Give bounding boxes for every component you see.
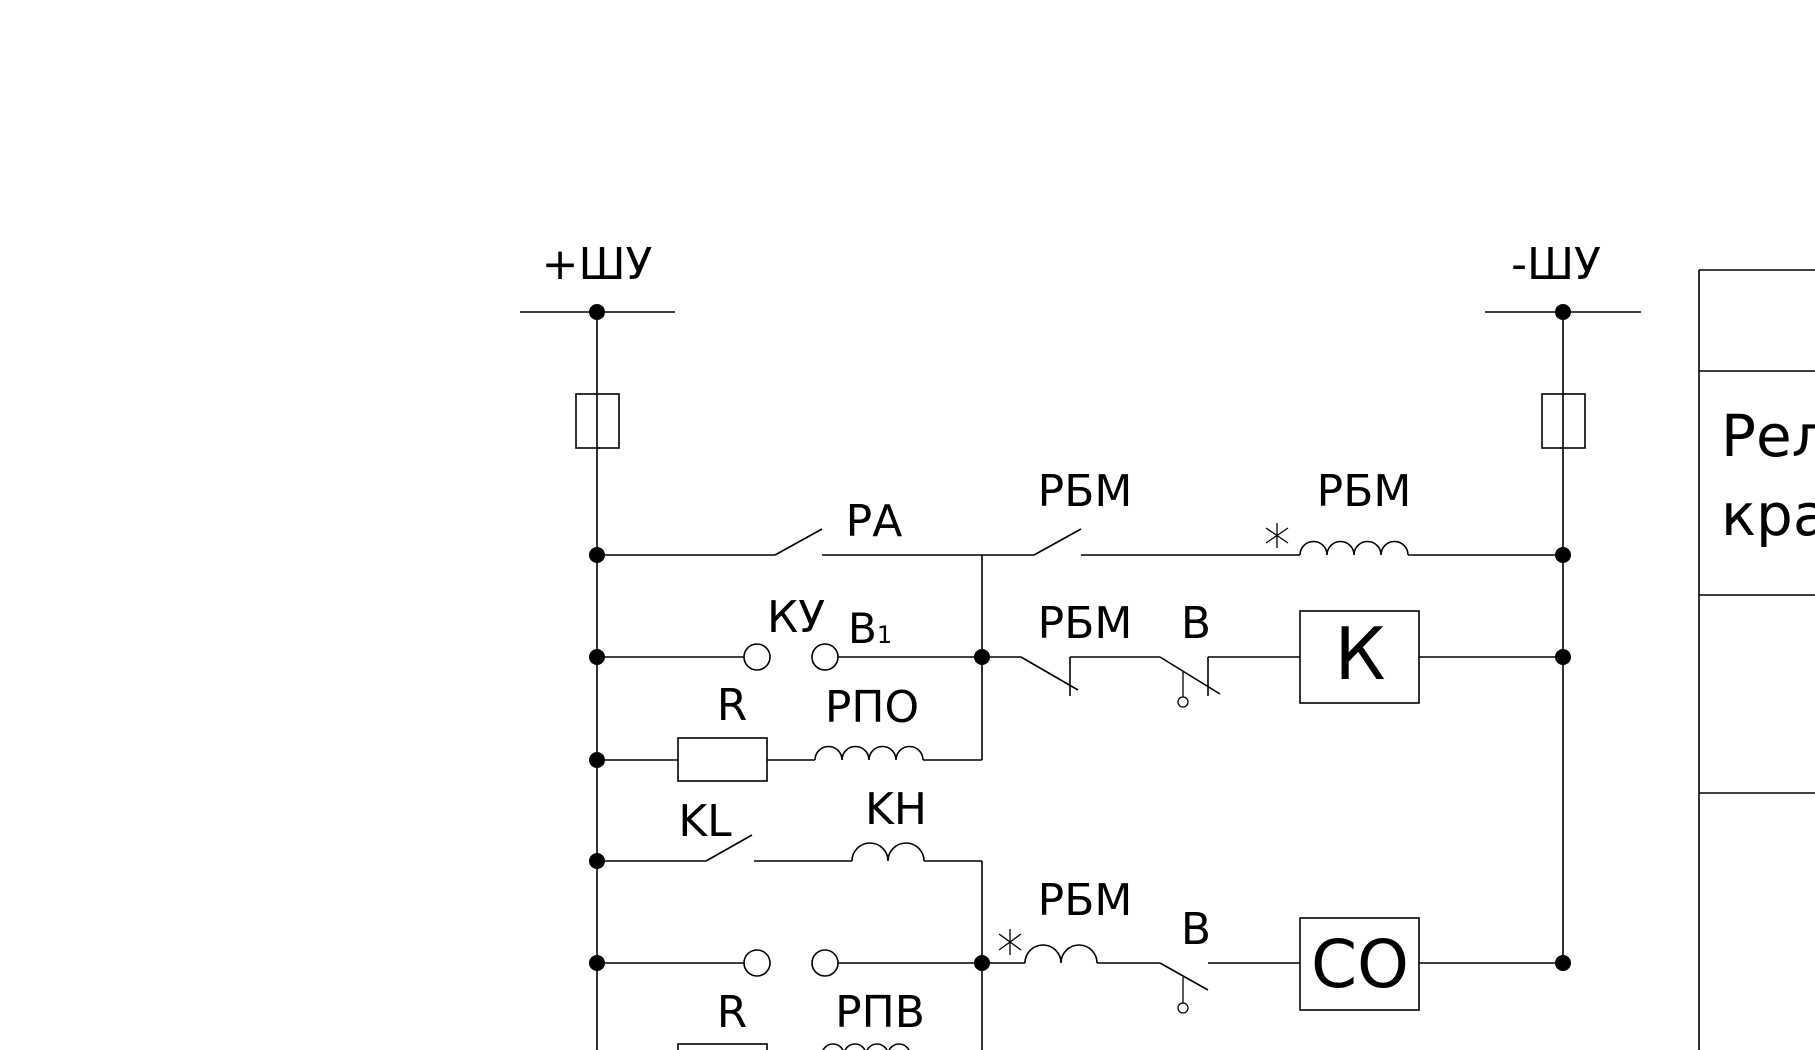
b1-label: В1: [848, 604, 892, 653]
rbm-coil-1-label: РБМ: [1317, 466, 1412, 517]
ra-contact: [774, 528, 823, 556]
kl-contact: [705, 834, 753, 862]
k-relay-label: К: [1334, 612, 1385, 696]
b-contact-2-actuator: [1177, 1002, 1189, 1014]
rpv-label: РПВ: [835, 987, 925, 1038]
side-table-text-line2: кра: [1721, 481, 1815, 549]
junction-dots: [589, 304, 1571, 971]
rbm-coil-2: [1024, 944, 1098, 964]
row5-terminal-right: [811, 949, 839, 977]
rbm-contact-1: [1033, 528, 1082, 556]
co-box: [1299, 917, 1420, 1011]
b-contact-1: [1159, 656, 1221, 695]
resistor-1: [677, 737, 768, 782]
resistor-2: [677, 1043, 768, 1050]
ku-label: КУ: [767, 592, 825, 643]
b-contact-2-label: В: [1181, 904, 1211, 955]
fuse-positive: [575, 393, 620, 449]
kh-coil: [851, 842, 925, 862]
rbm-coil-1: [1299, 540, 1409, 556]
rpv-coil: [822, 1043, 910, 1050]
positive-bus-label: +ШУ: [542, 239, 653, 290]
co-label: СО: [1311, 926, 1409, 1003]
asterisk-mark-1: [1265, 523, 1289, 548]
rbm-contact-2: [1020, 656, 1079, 691]
negative-bus-label: -ШУ: [1511, 239, 1601, 290]
fuse-negative: [1541, 393, 1586, 449]
b-contact-1-label: В: [1181, 598, 1211, 649]
b-contact-1-actuator: [1177, 696, 1189, 708]
ra-label: РА: [846, 496, 903, 547]
rpo-label: РПО: [825, 682, 919, 733]
rbm-contact-2-label: РБМ: [1038, 598, 1133, 649]
asterisk-mark-2: [998, 929, 1022, 955]
rpo-coil: [814, 745, 924, 761]
resistor-1-label: R: [717, 680, 748, 731]
rbm-coil-2-label: РБМ: [1038, 875, 1133, 926]
ku-terminal-right: [811, 643, 839, 671]
side-table: [1698, 269, 1815, 1050]
row5-terminal-left: [743, 949, 771, 977]
kl-label: KL: [678, 796, 732, 847]
ku-terminal-left: [743, 643, 771, 671]
kh-label: KH: [865, 784, 927, 835]
resistor-2-label: R: [717, 987, 748, 1038]
b-contact-2: [1159, 962, 1209, 991]
rbm-contact-1-label: РБМ: [1038, 466, 1133, 517]
side-table-text-line1: Рел: [1721, 402, 1815, 470]
